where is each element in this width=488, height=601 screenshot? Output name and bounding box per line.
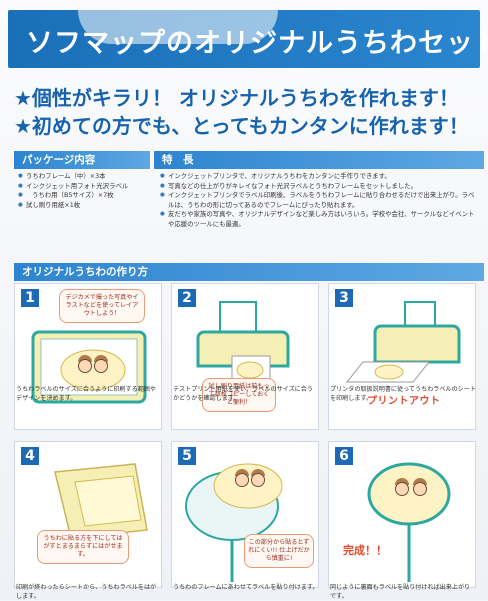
step-caption: 同じように裏面もラベルを貼り付ければ出来上がりです。 [330, 584, 471, 600]
complete-label: 完成！！ [343, 544, 387, 557]
step-caption: プリンタの取扱説明書に従ってうちわラベルのシートを印刷します。 [330, 386, 476, 402]
tip-note: デジカメで撮った写真やイラストなどを使ってレイアウトしよう！ [59, 289, 145, 323]
list-item: 写真などの仕上がりがキレイなフォト光沢ラベルとうちわフレームをセットしました。 [160, 182, 476, 192]
package-contents-list: うちわフレーム（中）×3本 インクジェット用フォト光沢ラベル うちわ用（B5サイ… [18, 172, 148, 210]
list-item: うちわフレーム（中）×3本 [18, 172, 148, 182]
child-face [78, 359, 92, 373]
step-number: 4 [21, 447, 39, 465]
step-number: 1 [21, 289, 39, 307]
step-card-3: 3 プリントアウト [328, 283, 476, 430]
printer-test-illustration [196, 301, 290, 385]
list-item: インクジェットプリンタで、オリジナルうちわをカンタンに手作りできます。 [160, 172, 476, 182]
features-heading: 特 長 [154, 151, 484, 169]
printout-label: プリントアウト [367, 396, 441, 407]
howto-heading: オリジナルうちわの作り方 [14, 263, 484, 281]
list-item: インクジェットプリンタでラベル印刷後、ラベルをうちわフレームに貼り合わせるだけで… [160, 191, 476, 210]
package-contents-heading: パッケージ内容 [14, 151, 150, 169]
step-caption: うちわのフレームにあわせてラベルを貼り付けます。 [173, 584, 319, 591]
step-card-6: 6 完成！！ [328, 441, 476, 588]
step-number: 2 [178, 289, 196, 307]
step-number: 6 [335, 447, 353, 465]
tip-note: うちわに貼る方を下にしてはがすとまるまらずにはがせます。 [37, 530, 129, 564]
step-number: 3 [335, 289, 353, 307]
gloss-reflection [78, 10, 278, 44]
step-card-5: 5 この部分から貼るとずれにくい!! 仕上げだから慎重に! [171, 441, 319, 588]
list-item: うちわ用（B5サイズ）×7枚 [18, 191, 148, 201]
step-card-1: 1 デジカメで撮った写真やイラストなどを使ってレイアウトしよう！ [14, 283, 162, 430]
attach-label-illustration [185, 463, 283, 582]
features-list: インクジェットプリンタで、オリジナルうちわをカンタンに手作りできます。 写真など… [160, 172, 476, 230]
step-card-2: 2 試し刷り用紙は前もって数枚コピーしておくと便利！ [171, 283, 319, 430]
child-face [413, 482, 427, 496]
list-item: インクジェット用フォト光沢ラベル [18, 182, 148, 192]
child-face [235, 473, 249, 487]
headline-2: ★初めての方でも、とってもカンタンに作れます！ [14, 114, 469, 138]
title-bar: ソフマップのオリジナルうちわセット [8, 10, 488, 68]
list-item: 試し刷り用紙×1枚 [18, 201, 148, 211]
tip-note: この部分から貼るとずれにくい!! 仕上げだから慎重に! [244, 534, 314, 568]
package-title: ソフマップのオリジナルうちわセット [26, 28, 488, 59]
step-caption: テストプリント用紙を使い、ラベルのサイズに合うかどうかを確認します。 [173, 386, 313, 402]
finished-fan-illustration [367, 462, 451, 582]
peel-label-illustration [54, 463, 148, 539]
headline-1: ★個性がキラリ！ オリジナルうちわを作れます！ [14, 86, 459, 110]
child-face [251, 473, 265, 487]
printer-output-illustration [345, 301, 461, 383]
step-caption: うちわラベルのサイズに合うように印刷する範囲やデザインを決めます。 [16, 386, 156, 402]
child-hair [78, 355, 92, 362]
list-item: 友だちや家族の写真や、オリジナルデザインなど楽しみ方はいろいろ。学校や会社、サー… [160, 210, 476, 229]
step-number: 5 [178, 447, 196, 465]
child-face [395, 482, 409, 496]
child-hair [413, 478, 427, 485]
child-hair [94, 355, 108, 362]
tip-note: 試し刷り用紙は前もって数枚コピーしておくと便利！ [202, 378, 276, 412]
step-caption: 印刷が終わったらシートから、うちわラベルをはがします。 [16, 584, 157, 600]
step-card-4: 4 うちわに貼る方を下にしてはがすとまるまらずにはがせます。 [14, 441, 162, 588]
child-face [94, 359, 108, 373]
child-hair [235, 469, 249, 476]
child-hair [251, 469, 265, 476]
child-hair [395, 478, 409, 485]
